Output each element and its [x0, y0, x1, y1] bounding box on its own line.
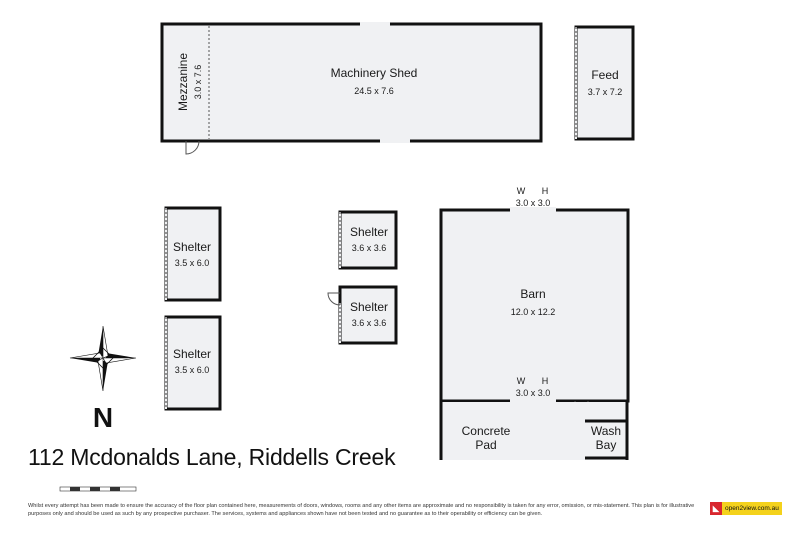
property-address: 112 Mcdonalds Lane, Riddells Creek	[28, 444, 396, 470]
concrete-pad-area	[441, 402, 628, 460]
mezzanine-label: Mezzanine	[176, 53, 190, 111]
opening-top-h: H	[542, 186, 549, 196]
feed-label: Feed	[591, 68, 618, 82]
opening-top-size: 3.0 x 3.0	[516, 198, 551, 208]
machinery-shed-label: Machinery Shed	[331, 66, 418, 80]
shelter-4: Shelter 3.6 x 3.6	[327, 285, 398, 345]
feed-size: 3.7 x 7.2	[588, 87, 623, 97]
door-icon	[327, 292, 341, 306]
compass-north-label: N	[93, 402, 113, 433]
barn-size: 12.0 x 12.2	[511, 307, 556, 317]
logo-text: open2view.com.au	[725, 505, 779, 512]
shelter-1-size: 3.5 x 6.0	[175, 258, 210, 268]
shed-top-opening	[360, 22, 390, 26]
shelter-4-label: Shelter	[350, 300, 388, 314]
barn: Barn 12.0 x 12.2	[439, 207, 630, 415]
barn-top-opening	[510, 207, 556, 213]
barn-top-opening-label: W H 3.0 x 3.0	[516, 186, 551, 208]
shelter-2-size: 3.5 x 6.0	[175, 365, 210, 375]
opening-top-w: W	[517, 186, 526, 196]
barn-walls	[439, 208, 630, 403]
disclaimer-text: Whilst every attempt has been made to en…	[28, 503, 695, 518]
door-icon	[185, 140, 200, 155]
feed-walls	[574, 25, 635, 141]
opening-bottom-size: 3.0 x 3.0	[516, 388, 551, 398]
concrete-pad-label-line1: Concrete	[462, 424, 511, 438]
wash-bay: Wash Bay	[585, 401, 629, 460]
mezzanine-size: 3.0 x 7.6	[193, 65, 203, 100]
logo-mark-icon: ◣	[710, 502, 722, 515]
wash-bay-label-line2: Bay	[596, 438, 617, 452]
machinery-shed-size: 24.5 x 7.6	[354, 86, 394, 96]
feed-room: Feed 3.7 x 7.2	[574, 25, 635, 141]
barn-bottom-opening-label: W H 3.0 x 3.0	[516, 376, 551, 398]
shelter-4-size: 3.6 x 3.6	[352, 318, 387, 328]
open2view-logo[interactable]: ◣ open2view.com.au	[710, 502, 782, 515]
shelter-3-walls	[338, 210, 398, 270]
shelter-2: Shelter 3.5 x 6.0	[164, 315, 222, 411]
shelter-2-label: Shelter	[173, 347, 211, 361]
shelter-3-size: 3.6 x 3.6	[352, 243, 387, 253]
shelter-3-label: Shelter	[350, 225, 388, 239]
shed-bottom-opening	[380, 139, 410, 143]
shelter-2-walls	[164, 315, 222, 411]
machinery-shed-walls	[160, 22, 543, 143]
wash-bay-label-line1: Wash	[591, 424, 621, 438]
shelter-3: Shelter 3.6 x 3.6	[338, 210, 398, 270]
barn-label: Barn	[520, 287, 545, 301]
barn-bottom-opening	[510, 398, 556, 404]
shelter-1-walls	[164, 206, 222, 302]
shelter-1-label: Shelter	[173, 240, 211, 254]
opening-bottom-w: W	[517, 376, 526, 386]
concrete-pad-label-line2: Pad	[475, 438, 496, 452]
scale-bar	[59, 486, 137, 492]
machinery-shed: Machinery Shed 24.5 x 7.6 Mezzanine 3.0 …	[160, 22, 543, 155]
compass-icon: N	[69, 325, 137, 433]
shelter-1: Shelter 3.5 x 6.0	[164, 206, 222, 302]
shelter-4-walls	[338, 285, 398, 345]
opening-bottom-h: H	[542, 376, 549, 386]
concrete-pad: Concrete Pad	[439, 400, 628, 460]
